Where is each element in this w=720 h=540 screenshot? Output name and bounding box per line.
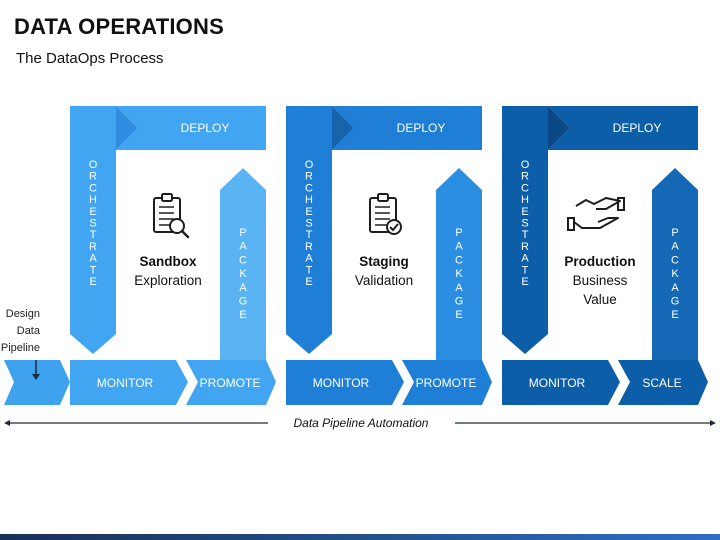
orchestrate-column bbox=[70, 106, 116, 354]
stage-title: Sandbox bbox=[139, 254, 196, 269]
monitor-label: MONITOR bbox=[529, 376, 586, 390]
deploy-band bbox=[548, 106, 698, 150]
bottom-right-label: SCALE bbox=[642, 376, 681, 390]
stage-subtitle: Validation bbox=[355, 273, 413, 288]
stage-card bbox=[332, 150, 436, 360]
page-subtitle: The DataOps Process bbox=[16, 50, 164, 67]
package-column bbox=[436, 168, 482, 360]
orchestrate-column bbox=[286, 106, 332, 354]
bottom-band bbox=[70, 360, 266, 405]
clipboard-search-icon bbox=[153, 193, 190, 239]
stage-card bbox=[116, 150, 220, 360]
deploy-label: DEPLOY bbox=[613, 121, 662, 135]
deploy-band bbox=[332, 106, 482, 150]
deploy-arrow-shade bbox=[116, 106, 138, 150]
page-title: DATA OPERATIONS bbox=[14, 14, 224, 39]
stage-title: Production bbox=[564, 254, 635, 269]
footer-accent-bar bbox=[0, 534, 720, 540]
band-arrow-tip bbox=[266, 360, 276, 405]
deploy-label: DEPLOY bbox=[397, 121, 446, 135]
deploy-label: DEPLOY bbox=[181, 121, 230, 135]
automation-label: Data Pipeline Automation bbox=[294, 416, 429, 430]
stage-subtitle: Business bbox=[573, 273, 628, 288]
design-pipeline-label: Pipeline bbox=[1, 342, 40, 354]
design-pipeline-label: Data bbox=[17, 325, 41, 337]
stage-card bbox=[548, 150, 652, 360]
automation-arrowhead-right bbox=[710, 420, 716, 426]
monitor-label: MONITOR bbox=[97, 376, 154, 390]
package-column bbox=[652, 168, 698, 360]
stage-subtitle: Value bbox=[583, 292, 617, 307]
band-arrow-tip bbox=[482, 360, 492, 405]
design-pipeline-label: Design bbox=[6, 308, 40, 320]
band-chevron-divider bbox=[392, 360, 414, 405]
orchestrate-column bbox=[502, 106, 548, 354]
pipeline-start-arrow bbox=[4, 360, 70, 405]
pipeline-marker-arrowhead bbox=[32, 374, 40, 380]
clipboard-check-icon bbox=[369, 193, 402, 235]
bottom-band bbox=[286, 360, 482, 405]
monitor-label: MONITOR bbox=[313, 376, 370, 390]
stage-subtitle: Exploration bbox=[134, 273, 202, 288]
deploy-band bbox=[116, 106, 266, 150]
band-chevron-divider bbox=[608, 360, 630, 405]
handshake-icon bbox=[567, 197, 625, 231]
deploy-arrow-shade bbox=[548, 106, 570, 150]
deploy-arrow-shade bbox=[332, 106, 354, 150]
bottom-right-label: PROMOTE bbox=[200, 376, 261, 390]
automation-arrowhead-left bbox=[4, 420, 10, 426]
band-arrow-tip bbox=[698, 360, 708, 405]
band-chevron-divider bbox=[176, 360, 198, 405]
stage-title: Staging bbox=[359, 254, 409, 269]
package-column bbox=[220, 168, 266, 360]
bottom-band bbox=[502, 360, 698, 405]
bottom-right-label: PROMOTE bbox=[416, 376, 477, 390]
